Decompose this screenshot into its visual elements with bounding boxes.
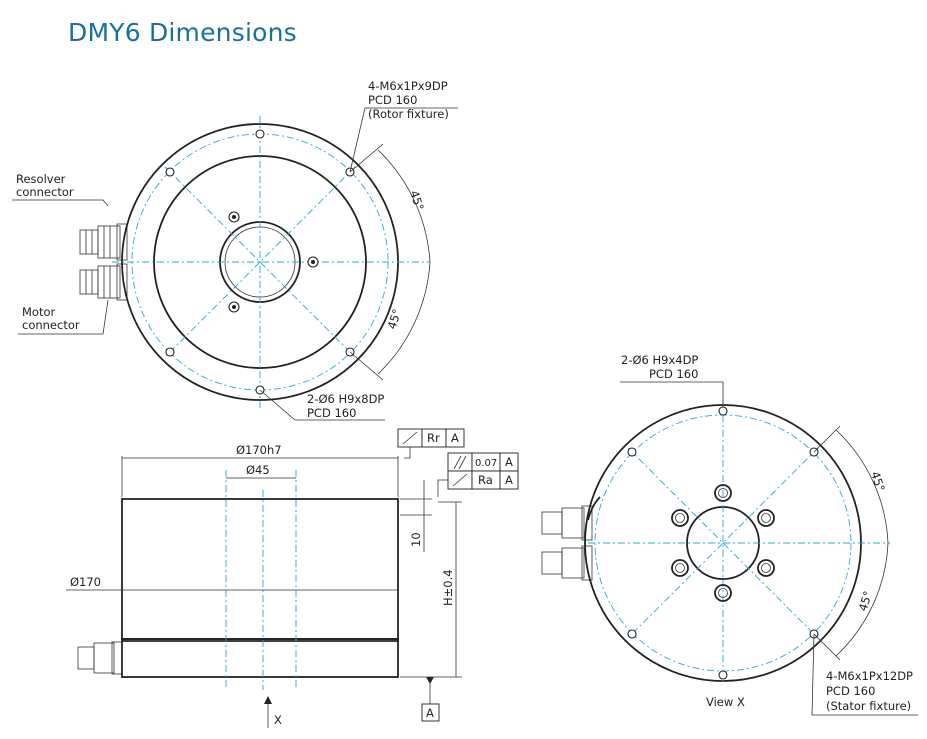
dim-170h7-label: Ø170h7 bbox=[236, 443, 282, 457]
dim-45-label: Ø45 bbox=[246, 463, 270, 477]
tol-rr-label: Rr bbox=[427, 431, 440, 445]
view-arrow-label: X bbox=[274, 713, 282, 727]
motor-label-line1: Motor bbox=[22, 305, 56, 319]
dim-170-label: Ø170 bbox=[70, 575, 101, 589]
datum-a-label: A bbox=[426, 706, 434, 720]
pin-label-bottom: 2-Ø6 H9x4DP bbox=[621, 353, 698, 367]
pin-pcd-label-bottom: PCD 160 bbox=[649, 367, 698, 381]
dim-h-label: H±0.4 bbox=[441, 569, 455, 606]
rotor-thread-label: 4-M6x1Px9DP bbox=[368, 79, 448, 93]
stator-fixture-label: (Stator fixture) bbox=[826, 699, 911, 713]
pin-pcd-label-top: PCD 160 bbox=[307, 406, 356, 420]
side-view bbox=[66, 428, 519, 728]
thread-hole bbox=[165, 167, 175, 177]
angle-label-r2: 45° bbox=[856, 589, 876, 613]
rotor-pcd-label: PCD 160 bbox=[368, 93, 417, 107]
tol-a-label-2: A bbox=[505, 455, 513, 469]
stator-thread-label: 4-M6x1Px12DP bbox=[826, 669, 913, 683]
thread-hole bbox=[165, 347, 175, 357]
motor-connector bbox=[79, 263, 128, 301]
page-title: DMY6 Dimensions bbox=[68, 18, 297, 47]
resolver-label-line2: connector bbox=[16, 185, 74, 199]
view-x-label: View X bbox=[706, 695, 745, 709]
tol-a-label-3: A bbox=[505, 473, 513, 487]
angle-label-top: 45° bbox=[407, 189, 427, 213]
angle-label-r1: 45° bbox=[868, 470, 888, 494]
bottom-view bbox=[541, 381, 918, 716]
motor-label-line2: connector bbox=[22, 318, 80, 332]
tol-a-label-1: A bbox=[451, 431, 459, 445]
tol-007-label: 0.07 bbox=[475, 458, 497, 469]
stator-pcd-label: PCD 160 bbox=[826, 684, 875, 698]
angle-label-bottom: 45° bbox=[385, 307, 405, 331]
resolver-label-line1: Resolver bbox=[16, 172, 66, 186]
dim-10-label: 10 bbox=[409, 532, 423, 547]
rotor-fixture-label: (Rotor fixture) bbox=[368, 107, 449, 121]
pin-hole bbox=[255, 129, 265, 139]
resolver-connector bbox=[79, 223, 128, 261]
pin-label-top: 2-Ø6 H9x8DP bbox=[307, 392, 384, 406]
tol-ra-label: Ra bbox=[478, 473, 493, 487]
top-view bbox=[12, 107, 458, 421]
